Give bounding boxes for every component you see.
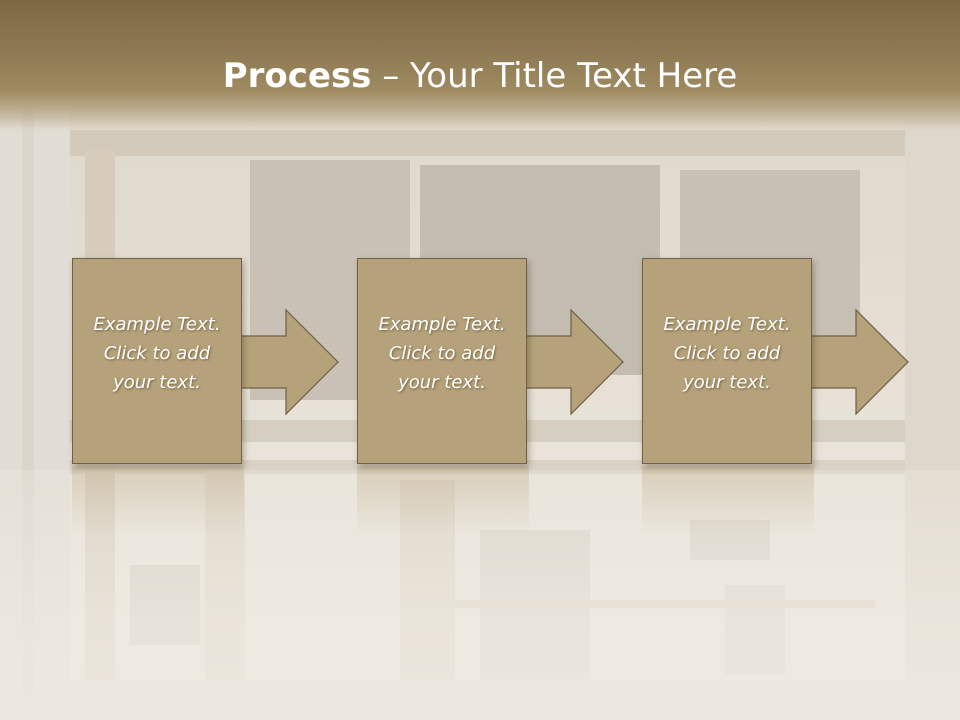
step-text-line: your text. <box>398 372 486 393</box>
step-text-line: Click to add <box>673 343 781 364</box>
step-box <box>357 258 527 464</box>
title-bold: Process <box>222 56 372 96</box>
step-2-reflection <box>357 466 529 536</box>
step-1-reflection <box>72 466 244 536</box>
arrow-right-icon <box>524 308 624 416</box>
step-3-reflection <box>642 466 814 536</box>
step-3-text[interactable]: Example Text. Click to add your text. <box>648 310 806 397</box>
step-1-text[interactable]: Example Text. Click to add your text. <box>78 310 236 397</box>
step-text-line: your text. <box>113 372 201 393</box>
process-step-3[interactable]: Example Text. Click to add your text. <box>642 258 909 464</box>
step-2-text[interactable]: Example Text. Click to add your text. <box>363 310 521 397</box>
step-box <box>72 258 242 464</box>
title-rest: – Your Title Text Here <box>371 56 738 96</box>
arrow-right-icon <box>239 308 339 416</box>
step-text-line: Click to add <box>388 343 496 364</box>
process-step-2[interactable]: Example Text. Click to add your text. <box>357 258 624 464</box>
process-step-1[interactable]: Example Text. Click to add your text. <box>72 258 339 464</box>
step-text-line: Example Text. <box>378 314 506 335</box>
background-lower-fade <box>0 470 960 720</box>
title-band <box>0 0 960 130</box>
step-text-line: your text. <box>683 372 771 393</box>
step-text-line: Example Text. <box>663 314 791 335</box>
arrow-right-icon <box>809 308 909 416</box>
step-box <box>642 258 812 464</box>
page-title[interactable]: Process – Your Title Text Here <box>0 52 960 100</box>
step-text-line: Click to add <box>103 343 211 364</box>
step-text-line: Example Text. <box>93 314 221 335</box>
